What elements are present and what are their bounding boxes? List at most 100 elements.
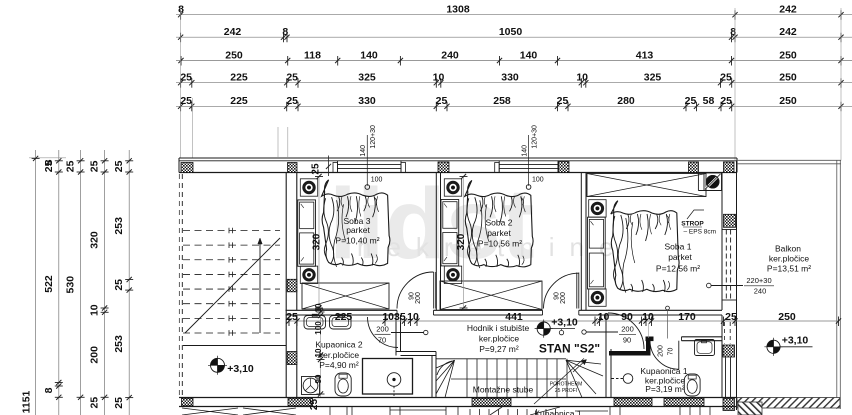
- svg-text:100: 100: [532, 176, 544, 183]
- svg-text:258: 258: [493, 95, 511, 107]
- svg-text:25: 25: [113, 279, 125, 291]
- svg-text:330: 330: [358, 95, 376, 107]
- svg-text:325: 325: [644, 72, 662, 84]
- svg-text:253: 253: [113, 335, 125, 353]
- svg-text:parket: parket: [668, 252, 692, 262]
- svg-text:P=12,56 m²: P=12,56 m²: [656, 264, 700, 274]
- svg-text:25: 25: [180, 72, 192, 84]
- svg-text:250: 250: [779, 95, 797, 107]
- svg-text:P=10,56 m²: P=10,56 m²: [478, 239, 522, 249]
- svg-text:25: 25: [309, 399, 320, 411]
- svg-text:100: 100: [314, 321, 323, 335]
- svg-text:25: 25: [725, 311, 737, 323]
- svg-text:25: 25: [720, 95, 732, 107]
- svg-text:25: 25: [113, 160, 125, 172]
- svg-text:140: 140: [521, 145, 528, 157]
- svg-text:ker.pločice: ker.pločice: [645, 376, 685, 386]
- svg-text:140: 140: [360, 49, 378, 61]
- svg-text:90: 90: [621, 311, 633, 323]
- svg-text:320: 320: [312, 233, 323, 250]
- svg-text:Kupaonica 1: Kupaonica 1: [640, 366, 688, 376]
- svg-text:10: 10: [314, 303, 323, 312]
- svg-text:70: 70: [378, 336, 386, 345]
- svg-text:+3,10: +3,10: [551, 317, 578, 329]
- svg-text:Kupaonica 2: Kupaonica 2: [315, 340, 363, 350]
- svg-text:Soba 2: Soba 2: [486, 218, 513, 228]
- svg-text:253: 253: [113, 217, 125, 235]
- svg-text:Balkon: Balkon: [775, 244, 801, 254]
- svg-text:441: 441: [505, 311, 523, 323]
- svg-text:90: 90: [554, 292, 561, 300]
- svg-text:25: 25: [43, 160, 55, 172]
- svg-text:200: 200: [89, 346, 101, 364]
- svg-text:240: 240: [754, 287, 767, 296]
- svg-text:320: 320: [456, 233, 467, 250]
- svg-text:242: 242: [779, 4, 797, 16]
- svg-text:ker.pločice: ker.pločice: [479, 334, 519, 344]
- svg-text:530: 530: [65, 276, 77, 294]
- svg-text:70: 70: [668, 348, 675, 356]
- svg-text:nekretnine: nekretnine: [357, 232, 628, 262]
- svg-text:242: 242: [224, 26, 242, 38]
- svg-text:10: 10: [314, 348, 323, 357]
- svg-text:25: 25: [311, 163, 322, 175]
- svg-text:120+30: 120+30: [370, 125, 377, 149]
- svg-text:– EPS 8cm: – EPS 8cm: [684, 229, 717, 236]
- svg-text:242: 242: [779, 26, 797, 38]
- svg-text:100: 100: [371, 176, 383, 183]
- svg-text:25: 25: [286, 72, 298, 84]
- svg-text:8: 8: [43, 159, 55, 165]
- svg-text:225: 225: [230, 72, 248, 84]
- svg-text:120+30: 120+30: [531, 125, 538, 149]
- svg-text:8: 8: [43, 387, 55, 393]
- svg-text:200: 200: [376, 325, 389, 334]
- svg-text:25: 25: [286, 95, 298, 107]
- svg-text:522: 522: [43, 275, 55, 293]
- svg-text:25: 25: [720, 72, 732, 84]
- svg-text:P=3,19 m²: P=3,19 m²: [645, 384, 685, 394]
- svg-text:Kupaonica 1: Kupaonica 1: [534, 409, 582, 415]
- svg-text:25: 25: [65, 160, 77, 172]
- svg-text:P=10,40 m²: P=10,40 m²: [335, 236, 379, 246]
- svg-text:58: 58: [703, 95, 715, 107]
- svg-text:118: 118: [304, 49, 321, 61]
- svg-text:250: 250: [779, 49, 797, 61]
- svg-text:P=4,90 m²: P=4,90 m²: [319, 360, 359, 370]
- svg-text:200: 200: [621, 325, 634, 334]
- svg-text:220+30: 220+30: [746, 276, 771, 285]
- svg-text:250: 250: [779, 72, 797, 84]
- svg-text:90: 90: [409, 292, 416, 300]
- svg-text:25: 25: [89, 160, 101, 172]
- svg-text:10: 10: [433, 72, 445, 84]
- svg-text:1151: 1151: [21, 390, 33, 413]
- svg-text:325: 325: [358, 72, 376, 84]
- svg-text:140: 140: [360, 145, 367, 157]
- svg-text:280: 280: [617, 95, 635, 107]
- svg-text:8: 8: [282, 26, 288, 38]
- svg-text:25: 25: [180, 95, 192, 107]
- svg-text:200: 200: [415, 292, 422, 304]
- svg-text:+3,10: +3,10: [227, 363, 254, 375]
- svg-text:10: 10: [407, 311, 419, 323]
- svg-text:25: 25: [286, 311, 298, 323]
- svg-text:parket: parket: [487, 228, 511, 238]
- svg-text:Montažne stube: Montažne stube: [473, 385, 534, 395]
- svg-text:200: 200: [658, 345, 665, 357]
- svg-text:25: 25: [557, 95, 569, 107]
- svg-text:Soba 1: Soba 1: [665, 242, 692, 252]
- svg-text:320: 320: [89, 231, 101, 249]
- svg-text:25: 25: [113, 397, 125, 409]
- svg-text:10: 10: [576, 72, 588, 84]
- svg-text:8: 8: [178, 4, 184, 16]
- svg-text:330: 330: [501, 72, 519, 84]
- svg-text:10: 10: [89, 304, 101, 316]
- svg-text:Hodnik i stubište: Hodnik i stubište: [467, 323, 530, 333]
- svg-text:parket: parket: [346, 225, 370, 235]
- svg-text:1050: 1050: [499, 26, 523, 38]
- svg-text:Soba 3: Soba 3: [344, 216, 371, 226]
- svg-text:1035: 1035: [382, 311, 406, 323]
- svg-text:STROP: STROP: [681, 221, 704, 228]
- svg-text:200: 200: [560, 292, 567, 304]
- svg-text:25: 25: [436, 95, 448, 107]
- svg-text:P=9,27 m²: P=9,27 m²: [479, 344, 519, 354]
